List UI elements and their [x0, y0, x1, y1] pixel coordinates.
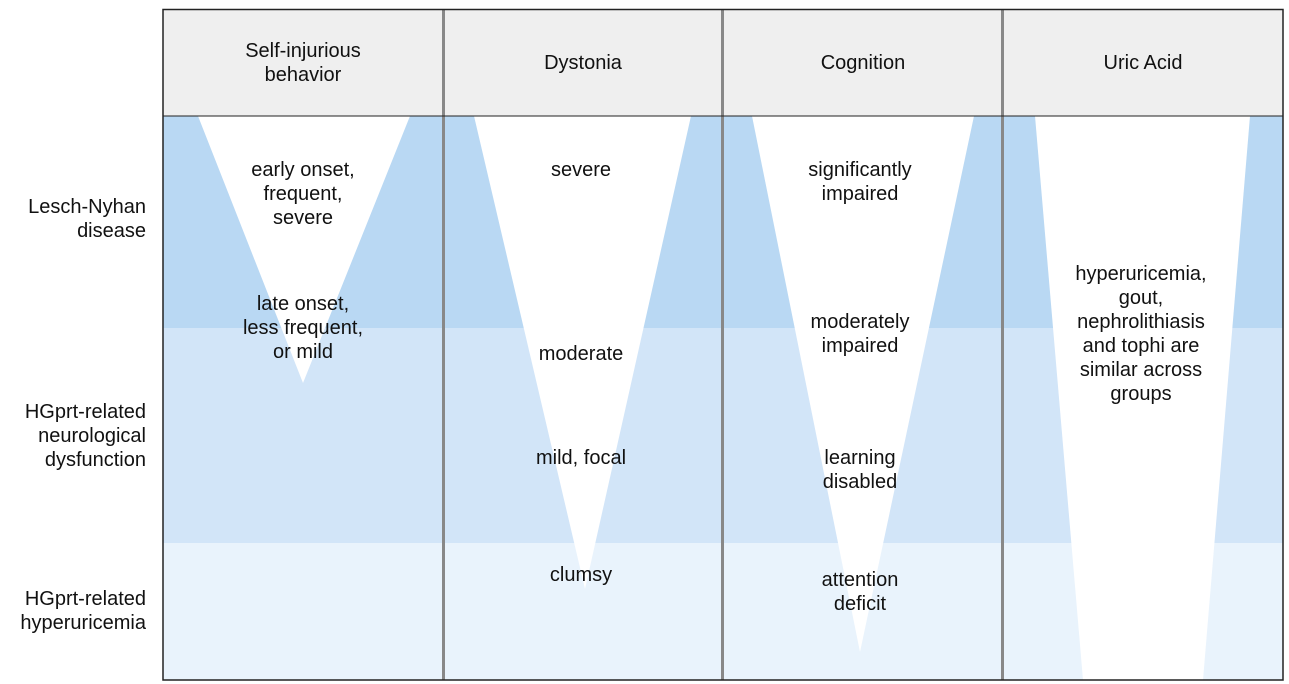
sib-early-onset-text: early onset, frequent, severe [251, 159, 355, 229]
column-header-dystonia: Dystonia [544, 51, 622, 74]
row-label-hyperuricemia: HGprt-related hyperuricemia [20, 588, 146, 634]
cognition-significantly-impaired-text: significantly impaired [808, 159, 912, 205]
uric-acid-description-text: hyperuricemia, gout, nephrolithiasis and… [1075, 263, 1207, 405]
cognition-attention-deficit-text: attention deficit [821, 569, 899, 615]
wedge-uric-acid [1035, 116, 1250, 680]
column-header-self-injurious-behavior: Self-injurious behavior [245, 39, 361, 86]
dystonia-severe-text: severe [550, 159, 612, 181]
row-label-neurological-dysfunction: HGprt-related neurological dysfunction [24, 401, 146, 471]
cognition-moderately-impaired-text: moderately impaired [810, 311, 910, 357]
row-label-lesch-nyhan: Lesch-Nyhan disease [28, 196, 146, 242]
dystonia-moderate-text: moderate [538, 343, 624, 365]
wedge-self-injurious-behavior [198, 116, 410, 383]
sib-late-onset-text: late onset, less frequent, or mild [242, 293, 364, 363]
wedge-cognition [752, 116, 974, 652]
table-border [162, 8, 1284, 681]
dystonia-mild-focal-text: mild, focal [535, 447, 627, 469]
column-header-cognition: Cognition [820, 51, 906, 74]
wedge-dystonia [474, 116, 691, 589]
cognition-learning-disabled-text: learning disabled [822, 447, 898, 493]
dystonia-clumsy-text: clumsy [549, 564, 613, 586]
column-header-uric-acid: Uric Acid [1103, 51, 1183, 74]
